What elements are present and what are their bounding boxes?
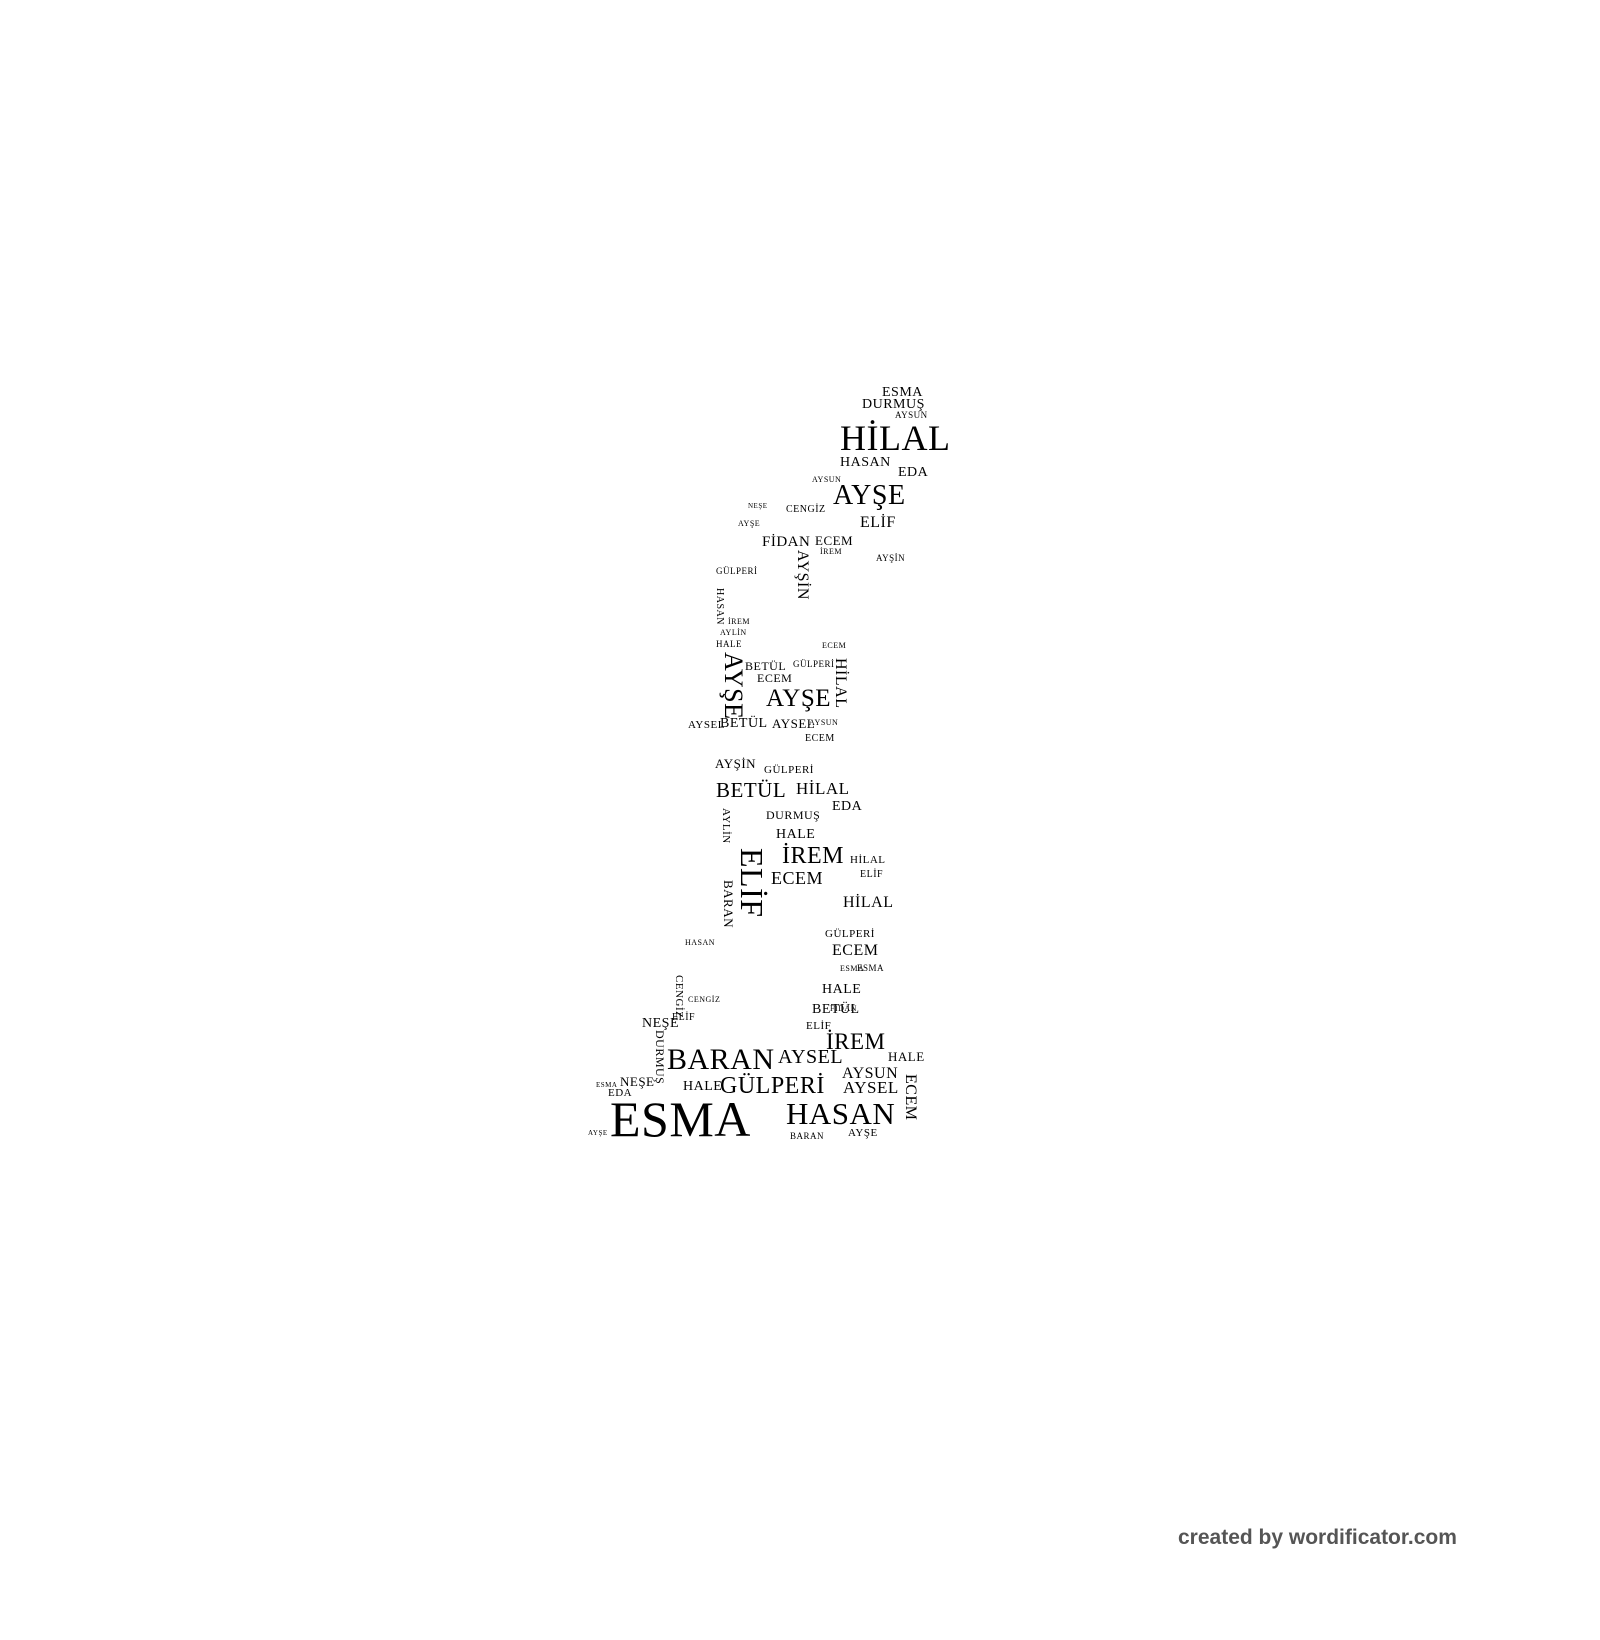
cloud-word: HİLAL xyxy=(840,418,951,458)
cloud-word: NEŞE xyxy=(642,1016,679,1031)
cloud-word: EDA xyxy=(898,465,929,480)
cloud-word: ESMA xyxy=(610,1091,751,1147)
cloud-word: GÜLPERİ xyxy=(825,928,875,940)
cloud-word: ELİF xyxy=(672,1012,696,1023)
cloud-word: AYLİN xyxy=(720,808,732,844)
cloud-word: BETÜL xyxy=(812,1002,860,1017)
cloud-word: HASAN xyxy=(786,1096,896,1131)
cloud-word: ECEM xyxy=(902,1074,919,1121)
cloud-word: AYSEL xyxy=(688,719,725,731)
cloud-word: AYSUN xyxy=(842,1065,899,1082)
cloud-word: AYSUN xyxy=(895,410,928,420)
cloud-word: ESMA xyxy=(857,963,885,973)
cloud-word: İREM xyxy=(820,547,842,556)
cloud-word: ESMA xyxy=(840,964,865,973)
cloud-word: AYSEL xyxy=(778,1046,844,1068)
cloud-word: AYŞE xyxy=(738,519,761,528)
cloud-word: HASAN xyxy=(714,588,725,625)
cloud-word: DURMUŞ xyxy=(862,397,925,412)
cloud-word: EDA xyxy=(832,799,863,814)
cloud-word: HİLAL xyxy=(850,854,886,866)
cloud-word: DURMUŞ xyxy=(766,808,821,822)
cloud-word: HALE xyxy=(716,639,742,649)
cloud-word: HALE xyxy=(683,1079,723,1094)
cloud-word: FİDAN xyxy=(762,534,811,550)
cloud-word: BARAN xyxy=(667,1043,775,1076)
cloud-word: HALE xyxy=(888,1049,925,1064)
cloud-word: EDA xyxy=(608,1087,633,1099)
cloud-word: ECEM xyxy=(771,868,824,888)
cloud-word: DURMUŞ xyxy=(653,1030,667,1085)
cloud-word: AYSUN xyxy=(809,718,839,727)
cloud-word: BARAN xyxy=(790,1131,825,1141)
cloud-word: HİLAL xyxy=(843,894,894,911)
cloud-word: ELİF xyxy=(860,514,896,531)
cloud-word: ECEM xyxy=(757,671,793,685)
cloud-word: GÜLPERİ xyxy=(764,764,814,776)
cloud-word: AYSEL xyxy=(772,716,816,731)
watermark-text: created by wordificator.com xyxy=(1178,1526,1457,1549)
cloud-word: AYŞİN xyxy=(794,550,811,600)
cloud-word: AYŞE xyxy=(719,652,748,720)
cloud-word: ELİF xyxy=(806,1020,832,1032)
cloud-word: ELİF xyxy=(734,848,770,918)
cloud-word: NEŞE xyxy=(620,1074,655,1089)
cloud-word: AYŞE xyxy=(833,480,906,511)
cloud-word: ESMA xyxy=(596,1081,618,1089)
cloud-word: CENGİZ xyxy=(786,504,826,515)
cloud-word: CENGİZ xyxy=(688,995,721,1004)
cloud-word: HİLAL xyxy=(796,779,850,798)
cloud-word: AYŞİN xyxy=(715,756,757,771)
cloud-word: GÜLPERİ xyxy=(716,566,758,576)
cloud-word: AYSUN xyxy=(812,475,842,484)
cloud-word: BETÜL xyxy=(716,778,787,802)
cloud-word: AYŞE xyxy=(588,1129,608,1137)
cloud-word: HALE xyxy=(776,827,816,842)
cloud-word: HASAN xyxy=(685,938,716,947)
cloud-word: BARAN xyxy=(721,880,736,929)
cloud-word: GÜLPERİ xyxy=(720,1073,825,1099)
cloud-word: İREM xyxy=(826,1029,886,1054)
cloud-word: AYŞE xyxy=(766,685,831,712)
cloud-word: ECEM xyxy=(815,533,854,548)
cloud-word: FİDAN xyxy=(830,1004,857,1013)
cloud-word: ECEM xyxy=(822,641,847,650)
cloud-word: BETÜL xyxy=(720,716,768,731)
cloud-word: İREM xyxy=(782,843,844,869)
cloud-word: ECEM xyxy=(832,942,879,959)
cloud-word: AYLİN xyxy=(720,628,747,637)
cloud-word: NEŞE xyxy=(748,502,768,510)
cloud-word: HALE xyxy=(822,982,862,997)
cloud-word: AYŞE xyxy=(848,1127,878,1139)
cloud-word: ELİF xyxy=(860,869,884,880)
cloud-word: BETÜL xyxy=(745,659,787,673)
cloud-word: İREM xyxy=(728,617,750,626)
cloud-word: AYSEL xyxy=(843,1078,899,1097)
cloud-word: GÜLPERİ xyxy=(793,659,835,669)
cloud-word: ECEM xyxy=(805,733,835,744)
cloud-word: ESMA xyxy=(882,385,923,400)
cloud-word: HİLAL xyxy=(832,658,849,709)
cloud-word: HASAN xyxy=(840,455,891,470)
cloud-word: AYŞİN xyxy=(876,553,906,563)
